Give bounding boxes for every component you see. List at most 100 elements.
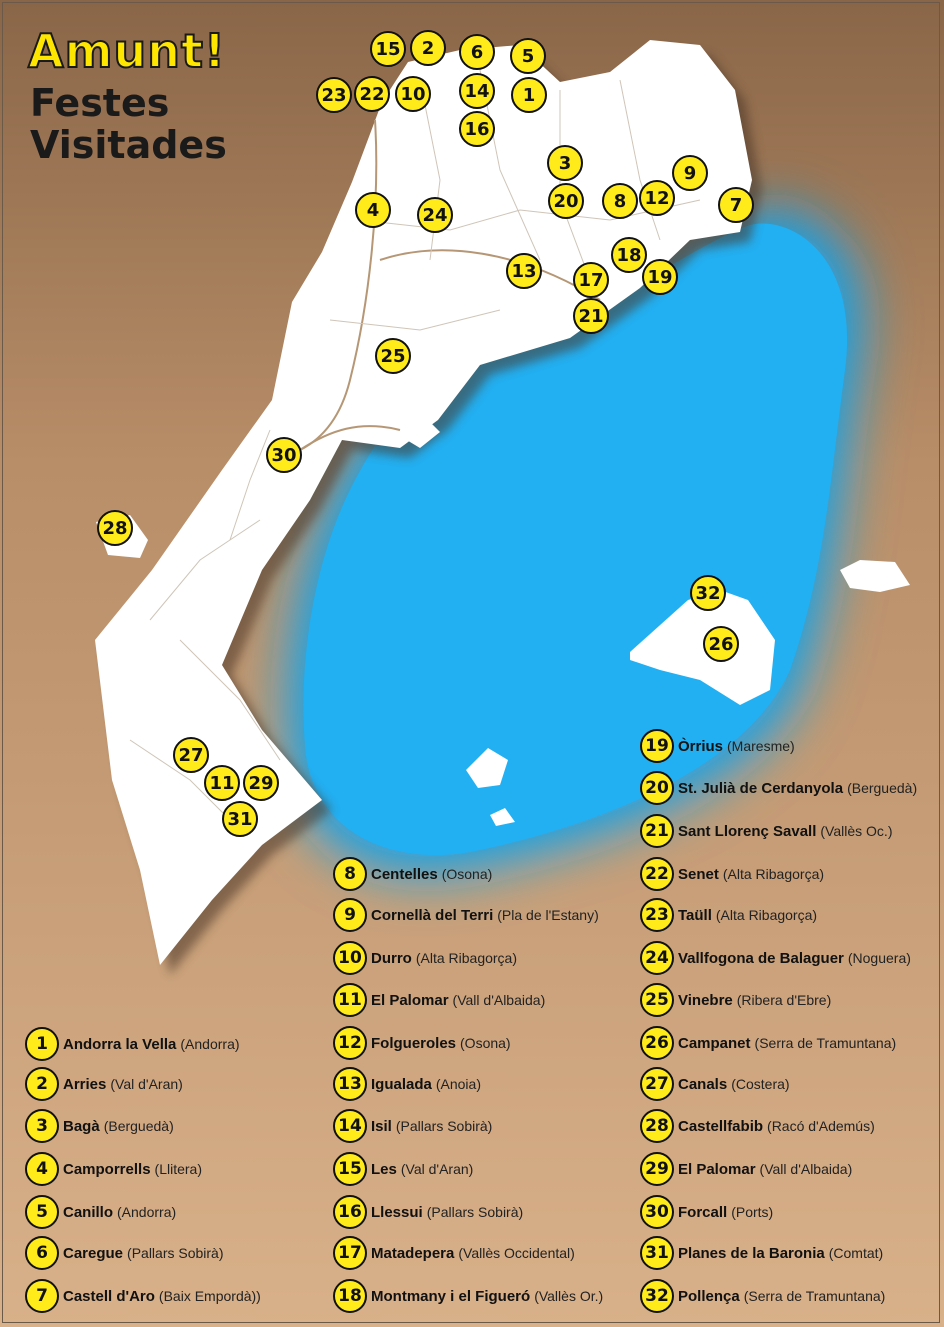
map-marker-12[interactable]: 12 [639,180,675,216]
map-marker-30[interactable]: 30 [266,437,302,473]
legend-region: (Maresme) [727,738,795,754]
map-marker-8[interactable]: 8 [602,183,638,219]
legend-name: Forcall [678,1203,728,1221]
legend-region: (Osona) [460,1035,511,1051]
legend-region: (Vallès Oc.) [820,823,893,839]
legend-region: (Pallars Sobirà) [395,1118,493,1134]
legend-region: (Serra de Tramuntana) [754,1035,897,1051]
legend-name: St. Julià de Cerdanyola [678,779,844,797]
legend-region: (Berguedà) [103,1118,174,1134]
map-marker-21[interactable]: 21 [573,298,609,334]
legend-name: Bagà [63,1117,100,1135]
map-marker-19[interactable]: 19 [642,259,678,295]
legend-region: (Baix Empordà)) [158,1288,261,1304]
map-marker-2[interactable]: 2 [410,30,446,66]
map-marker-13[interactable]: 13 [506,253,542,289]
legend-number: 27 [640,1067,674,1101]
map-marker-28[interactable]: 28 [97,510,133,546]
legend-number: 15 [333,1152,367,1186]
map-marker-32[interactable]: 32 [690,575,726,611]
map-marker-20[interactable]: 20 [548,183,584,219]
legend-name: El Palomar [371,991,449,1009]
legend-region: (Llitera) [154,1161,203,1177]
legend-number: 14 [333,1109,367,1143]
legend-name: Isil [371,1117,392,1135]
legend-region: (Ribera d'Ebre) [736,992,832,1008]
page-title: Amunt! [27,24,226,78]
legend-region: (Alta Ribagorça) [715,907,818,923]
legend-name: Cornellà del Terri [371,906,494,924]
map-marker-23[interactable]: 23 [316,77,352,113]
map-marker-26[interactable]: 26 [703,626,739,662]
legend-number: 18 [333,1279,367,1313]
legend-number: 7 [25,1279,59,1313]
legend-region: (Pla de l'Estany) [497,907,599,923]
legend-number: 25 [640,983,674,1017]
map-marker-14[interactable]: 14 [459,73,495,109]
legend-name: Andorra la Vella [63,1035,177,1053]
legend-name: Canals [678,1075,728,1093]
map-marker-27[interactable]: 27 [173,737,209,773]
legend-name: Matadepera [371,1244,455,1262]
map-marker-7[interactable]: 7 [718,187,754,223]
legend-name: Canillo [63,1203,114,1221]
map-marker-1[interactable]: 1 [511,77,547,113]
map-marker-22[interactable]: 22 [354,76,390,112]
legend-number: 5 [25,1195,59,1229]
map-marker-24[interactable]: 24 [417,197,453,233]
map-marker-10[interactable]: 10 [395,76,431,112]
map-marker-4[interactable]: 4 [355,192,391,228]
map-marker-5[interactable]: 5 [510,38,546,74]
map-marker-11[interactable]: 11 [204,765,240,801]
map-marker-3[interactable]: 3 [547,145,583,181]
legend-name: Castellfabib [678,1117,764,1135]
legend-number: 31 [640,1236,674,1270]
legend-number: 16 [333,1195,367,1229]
map-marker-31[interactable]: 31 [222,801,258,837]
legend-region: (Alta Ribagorça) [415,950,517,966]
map-marker-25[interactable]: 25 [375,338,411,374]
map-marker-9[interactable]: 9 [672,155,708,191]
legend-region: (Pallars Sobirà) [127,1245,224,1261]
legend-name: Òrrius [678,737,724,755]
legend-name: Centelles [371,865,438,883]
map-marker-29[interactable]: 29 [243,765,279,801]
legend-region: (Vall d'Albaida) [452,992,546,1008]
legend-name: Senet [678,865,719,883]
legend-name: Montmany i el Figueró [371,1287,531,1305]
legend-number: 6 [25,1236,59,1270]
legend-name: Igualada [371,1075,432,1093]
legend-name: Caregue [63,1244,124,1262]
legend-region: (Noguera) [847,950,911,966]
map-marker-6[interactable]: 6 [459,34,495,70]
legend-number: 1 [25,1027,59,1061]
map-marker-15[interactable]: 15 [370,31,406,67]
legend-name: Vinebre [678,991,733,1009]
legend-region: (Vallès Or.) [534,1288,604,1304]
map-marker-16[interactable]: 16 [459,111,495,147]
legend-region: (Andorra) [180,1036,240,1052]
legend-number: 12 [333,1026,367,1060]
map-marker-18[interactable]: 18 [611,237,647,273]
legend-region: (Val d'Aran) [400,1161,474,1177]
map-marker-17[interactable]: 17 [573,262,609,298]
subtitle-line-2: Visitades [30,123,227,167]
legend-name: Arries [63,1075,107,1093]
